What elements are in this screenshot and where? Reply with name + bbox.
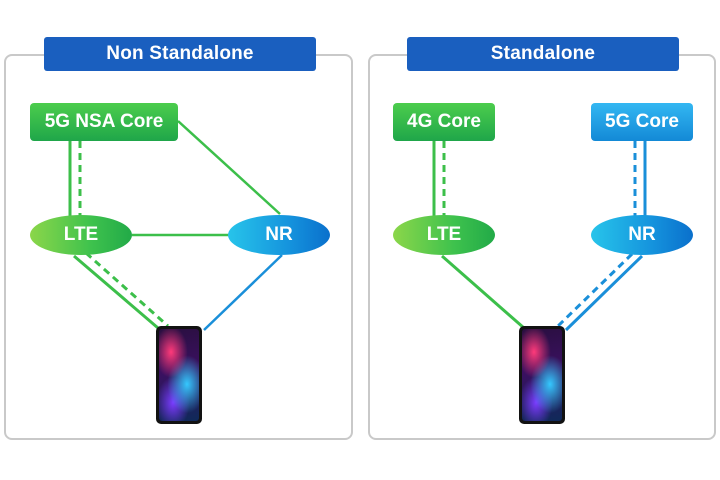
sa-phone-screen: [522, 329, 562, 421]
nsa-phone-screen: [159, 329, 199, 421]
sa-nr-phone-dashed-link: [554, 252, 634, 330]
standalone-title: Standalone: [407, 37, 679, 71]
nsa-lte-phone-dashed-link: [85, 251, 169, 328]
nsa-core-box: 5G NSA Core: [30, 103, 178, 141]
nsa-nr-node: NR: [228, 215, 330, 255]
sa-4g-core-box: 4G Core: [393, 103, 495, 141]
sa-nr-node: NR: [591, 215, 693, 255]
sa-lte-node: LTE: [393, 215, 495, 255]
nsa-core-nr-link: [177, 120, 281, 215]
nsa-lte-node: LTE: [30, 215, 132, 255]
sa-phone: [519, 326, 565, 424]
nsa-lte-phone-solid-link: [73, 254, 159, 330]
sa-lte-phone-solid-link: [441, 254, 525, 330]
nsa-phone: [156, 326, 202, 424]
nsa-nr-phone-link: [203, 254, 283, 331]
sa-5g-core-box: 5G Core: [591, 103, 693, 141]
non-standalone-title: Non Standalone: [44, 37, 316, 71]
sa-nr-phone-solid-link: [564, 254, 644, 332]
